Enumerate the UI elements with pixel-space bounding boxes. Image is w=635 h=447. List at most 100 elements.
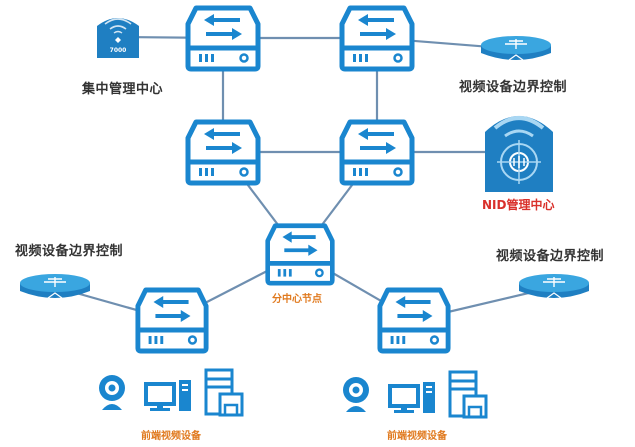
- switch-glyph-part: [386, 28, 396, 40]
- device-glyph-part: [223, 403, 239, 417]
- switch-glyph-part: [148, 336, 152, 344]
- switch-glyph-part: [204, 14, 214, 26]
- server-badge-text: 7000: [110, 47, 127, 54]
- device-glyph-part: [467, 405, 483, 419]
- switch-glyph-part: [204, 128, 214, 140]
- switch-glyph-part: [185, 5, 261, 72]
- device-glyph-part: [423, 382, 435, 413]
- border-control-top-right-label: 视频设备边界控制: [459, 80, 568, 95]
- nid-management-label: NID管理中心: [482, 198, 555, 212]
- camera-icon: [99, 375, 125, 410]
- switch-glyph-part: [185, 119, 261, 186]
- device-glyph-part: [394, 410, 414, 413]
- switch-glyph-part: [239, 53, 249, 63]
- sub-center-switch-icon: [265, 223, 335, 286]
- frontend-devices-left-label: 前端视频设备: [141, 431, 201, 442]
- router-glyph-part: [543, 277, 565, 287]
- switch-glyph-part: [135, 287, 209, 354]
- switch-mid-right-icon: [339, 119, 415, 186]
- device-glyph-part: [426, 391, 432, 393]
- computer-icon: [144, 380, 191, 411]
- switch-glyph-part: [185, 5, 261, 72]
- router-top-right-icon: [481, 36, 551, 61]
- device-glyph-part: [108, 384, 116, 392]
- switch-glyph-part: [205, 54, 208, 62]
- storage-icon: [448, 370, 488, 419]
- router-glyph-part: [44, 277, 66, 287]
- switch-glyph-part: [365, 54, 368, 62]
- switch-glyph-part: [154, 336, 158, 344]
- switch-top-right-icon: [339, 5, 415, 72]
- switch-top-left-icon: [185, 5, 261, 72]
- sub-center-node-label: 分中心节点: [272, 294, 322, 305]
- device-glyph-part: [179, 380, 191, 411]
- border-control-left-label: 视频设备边界控制: [15, 244, 124, 259]
- switch-glyph-part: [353, 168, 356, 176]
- router-glyph-part: [47, 292, 63, 299]
- switch-glyph-part: [402, 336, 406, 344]
- device-glyph-part: [150, 408, 170, 411]
- switch-glyph-part: [359, 54, 362, 62]
- switch-bottom-left-icon: [135, 287, 209, 354]
- switch-glyph-part: [353, 54, 356, 62]
- device-glyph-part: [388, 384, 420, 408]
- nid-management-server-icon: [485, 116, 553, 192]
- switch-glyph-part: [199, 54, 202, 62]
- switch-glyph-part: [288, 269, 292, 277]
- switch-glyph-part: [339, 5, 415, 72]
- switch-glyph-part: [205, 168, 208, 176]
- switch-glyph-part: [160, 336, 164, 344]
- router-glyph-part: [505, 39, 527, 49]
- switch-glyph-part: [199, 168, 202, 176]
- switch-glyph-part: [135, 287, 209, 354]
- switch-glyph-part: [339, 119, 415, 186]
- switch-mid-left-icon: [185, 119, 261, 186]
- router-glyph-part: [546, 292, 562, 299]
- switch-glyph-part: [339, 5, 415, 72]
- switch-glyph-part: [277, 269, 281, 277]
- switch-glyph-part: [265, 223, 335, 286]
- frontend-devices-right-icon: [343, 370, 488, 419]
- switch-glyph-part: [283, 269, 287, 277]
- switch-glyph-part: [393, 167, 403, 177]
- router-right-icon: [519, 274, 589, 299]
- switch-glyph-part: [422, 310, 433, 322]
- switch-glyph-part: [339, 119, 415, 186]
- router-glyph-part: [508, 54, 524, 61]
- switch-glyph-part: [153, 296, 164, 308]
- central-management-label: 集中管理中心: [82, 82, 164, 97]
- switch-glyph-part: [358, 128, 368, 140]
- switch-glyph-part: [429, 335, 440, 345]
- switch-glyph-part: [185, 119, 261, 186]
- computer-icon: [388, 382, 435, 413]
- switch-glyph-part: [265, 223, 335, 286]
- central-management-server-icon: 7000: [97, 18, 139, 58]
- switch-glyph-part: [308, 244, 318, 256]
- switch-glyph-part: [239, 167, 249, 177]
- device-glyph-part: [182, 389, 188, 391]
- switch-glyph-part: [393, 53, 403, 63]
- switch-glyph-part: [232, 28, 242, 40]
- device-glyph-part: [346, 406, 366, 412]
- border-control-right-label: 视频设备边界控制: [496, 249, 605, 264]
- switch-glyph-part: [377, 287, 451, 354]
- device-glyph-part: [144, 382, 176, 406]
- switch-glyph-part: [187, 335, 198, 345]
- switch-glyph-part: [232, 142, 242, 154]
- device-glyph-part: [352, 386, 360, 394]
- switch-glyph-part: [282, 231, 292, 243]
- switch-glyph-part: [377, 287, 451, 354]
- switch-glyph-part: [359, 168, 362, 176]
- switch-glyph-part: [315, 268, 324, 278]
- switch-glyph-part: [365, 168, 368, 176]
- camera-icon: [343, 377, 369, 412]
- storage-icon: [204, 368, 244, 417]
- switch-glyph-part: [180, 310, 191, 322]
- switch-glyph-part: [211, 168, 214, 176]
- device-glyph-part: [157, 404, 163, 408]
- switch-glyph-part: [396, 336, 400, 344]
- switch-glyph-part: [358, 14, 368, 26]
- router-left-icon: [20, 274, 90, 299]
- frontend-devices-left-icon: [99, 368, 244, 417]
